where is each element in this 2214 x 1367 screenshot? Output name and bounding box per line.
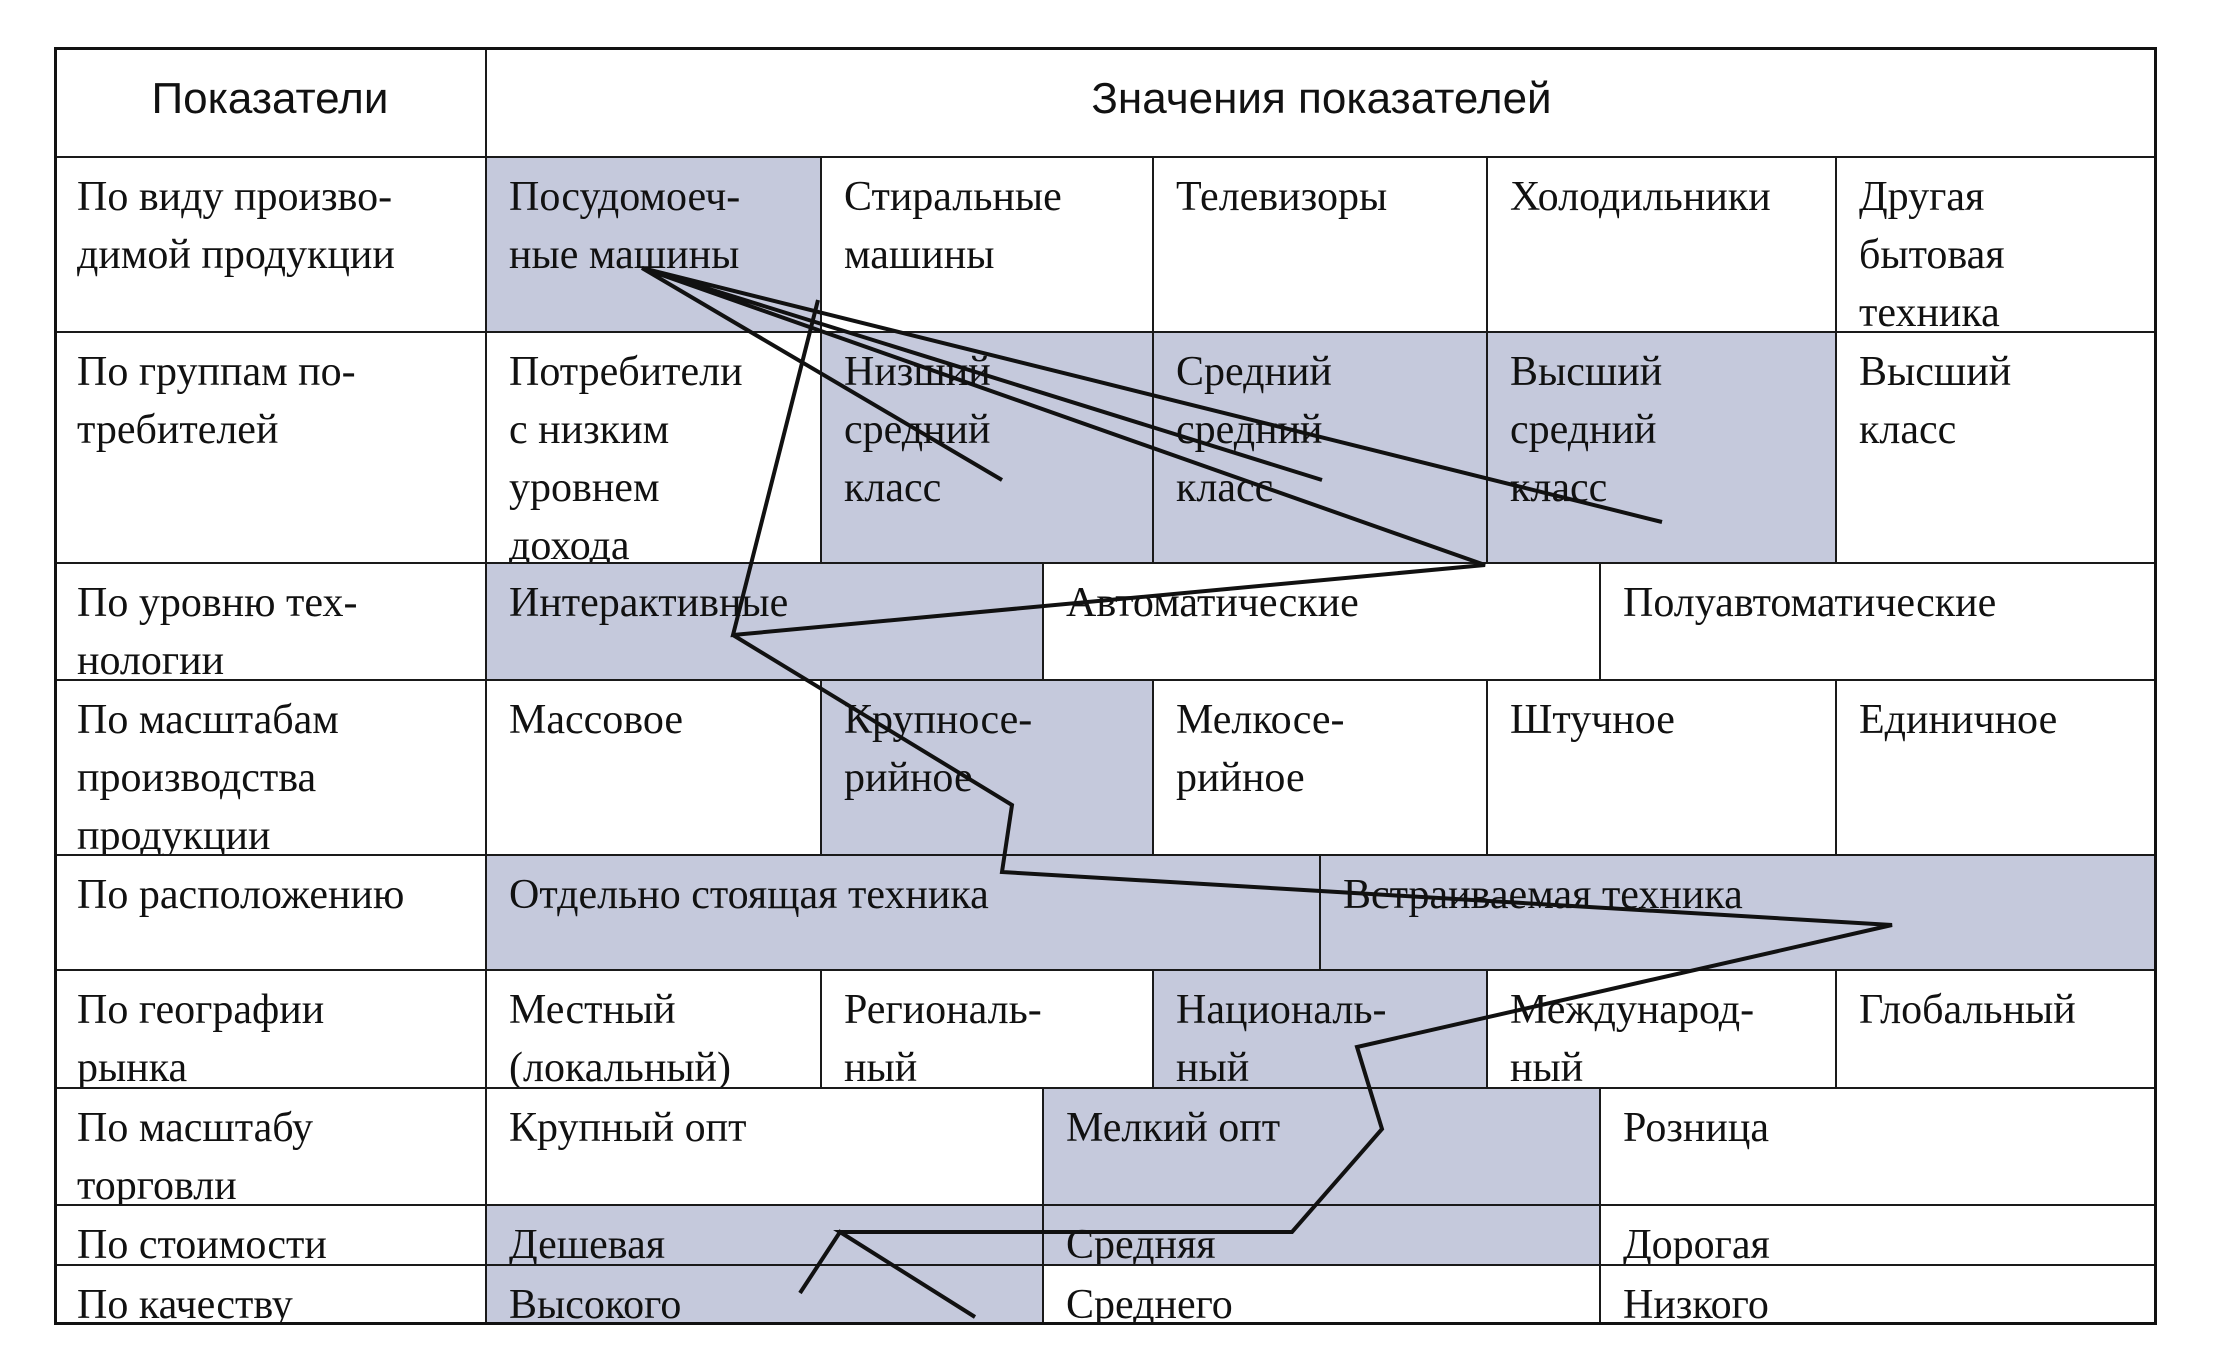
table-cell: Мелкий опт <box>1043 1088 1600 1205</box>
table-cell: Дешевая <box>486 1205 1043 1265</box>
table-cell: Встраиваемая техника <box>1320 855 2157 970</box>
table-cell: Массовое <box>486 680 821 855</box>
table-cell: Глобальный <box>1836 970 2157 1088</box>
table-cell: Потребители с низким уровнем дохода <box>486 332 821 563</box>
row-label: По качеству <box>54 1265 486 1325</box>
header-values: Значения показателей <box>486 47 2157 157</box>
table-cell: Низкого <box>1600 1265 2157 1325</box>
table-cell: Интерактивные <box>486 563 1043 680</box>
table-cell: Международ- ный <box>1487 970 1836 1088</box>
row-label: По группам по- требителей <box>54 332 486 563</box>
table-cell: Другая бытовая техника <box>1836 157 2157 332</box>
row-label: По масштабу торговли <box>54 1088 486 1205</box>
row-label: По уровню тех- нологии <box>54 563 486 680</box>
table-cell: Высокого <box>486 1265 1043 1325</box>
row-label: По географии рынка <box>54 970 486 1088</box>
table-cell: Средний средний класс <box>1153 332 1487 563</box>
table-cell: Низший средний класс <box>821 332 1153 563</box>
row-label: По стоимости <box>54 1205 486 1265</box>
table-cell: Полуавтоматические <box>1600 563 2157 680</box>
row-label: По масштабам производства продукции <box>54 680 486 855</box>
table-cell: Штучное <box>1487 680 1836 855</box>
table-cell: Высший средний класс <box>1487 332 1836 563</box>
table-cell: Дорогая <box>1600 1205 2157 1265</box>
row-label: По виду произво- димой продукции <box>54 157 486 332</box>
table-cell: Крупносе- рийное <box>821 680 1153 855</box>
table-cell: Стиральные машины <box>821 157 1153 332</box>
table-cell: Местный (локальный) <box>486 970 821 1088</box>
header-indicators: Показатели <box>54 47 486 157</box>
table-cell: Посудомоеч- ные машины <box>486 157 821 332</box>
table-cell: Средняя <box>1043 1205 1600 1265</box>
table-cell: Националь- ный <box>1153 970 1487 1088</box>
table-cell: Региональ- ный <box>821 970 1153 1088</box>
row-label: По расположению <box>54 855 486 970</box>
table-cell: Телевизоры <box>1153 157 1487 332</box>
table-cell: Единичное <box>1836 680 2157 855</box>
table-cell: Автоматические <box>1043 563 1600 680</box>
table-cell: Отдельно стоящая техника <box>486 855 1320 970</box>
table-cell: Среднего <box>1043 1265 1600 1325</box>
table-cell: Холодильники <box>1487 157 1836 332</box>
table-cell: Мелкосе- рийное <box>1153 680 1487 855</box>
table-cell: Высший класс <box>1836 332 2157 563</box>
table-cell: Розница <box>1600 1088 2157 1205</box>
table-cell: Крупный опт <box>486 1088 1043 1205</box>
